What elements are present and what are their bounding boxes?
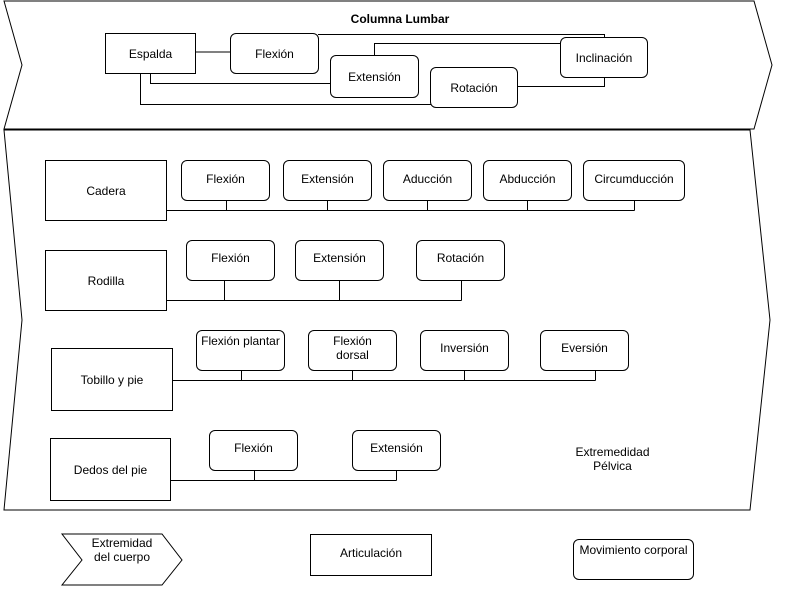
tobillo-flexion-dorsal-node: Flexión dorsal	[308, 330, 397, 371]
lumbar-extension-node: Extensión	[330, 55, 419, 98]
lumbar-title: Columna Lumbar	[350, 12, 450, 26]
tobillo-node: Tobillo y pie	[51, 348, 173, 411]
tobillo-inversion-node: Inversión	[420, 330, 509, 371]
cadera-extension-node: Extensión	[283, 160, 372, 201]
rodilla-node: Rodilla	[45, 250, 167, 311]
tobillo-eversion-node: Eversión	[540, 330, 629, 371]
cadera-aduccion-node: Aducción	[383, 160, 472, 201]
tobillo-drops	[241, 370, 596, 381]
cadera-abduccion-node: Abducción	[483, 160, 572, 201]
dedos-node: Dedos del pie	[50, 438, 171, 501]
rodilla-drops	[224, 280, 462, 301]
lumbar-inclinacion-node: Inclinación	[560, 37, 648, 78]
lumbar-connector-extension	[374, 43, 561, 56]
rodilla-extension-node: Extensión	[295, 240, 384, 281]
pelvic-section-shape	[3, 129, 771, 511]
legend-extremity-label: Extremidad del cuerpo	[91, 536, 153, 564]
legend-movement-box: Movimiento corporal	[573, 539, 694, 580]
tobillo-flexion-plantar-node: Flexión plantar	[196, 330, 285, 371]
dedos-flexion-node: Flexión	[209, 430, 298, 471]
cadera-node: Cadera	[45, 160, 167, 221]
cadera-flexion-node: Flexión	[181, 160, 270, 201]
rodilla-flexion-node: Flexión	[186, 240, 275, 281]
espalda-node: Espalda	[105, 33, 196, 74]
dedos-extension-node: Extensión	[352, 430, 441, 471]
dedos-drops	[254, 470, 397, 481]
cadera-circumduccion-node: Circumducción	[583, 160, 685, 201]
pelvic-title: Extremedidad Pélvica	[575, 445, 650, 473]
legend-extremity-shape	[60, 533, 183, 586]
legend-joint-box: Articulación	[310, 534, 432, 576]
lumbar-connector-mid	[150, 73, 331, 84]
rodilla-rotacion-node: Rotación	[416, 240, 505, 281]
lumbar-flexion-node: Flexión	[230, 33, 319, 74]
lumbar-rotacion-node: Rotación	[430, 67, 518, 108]
lumbar-connector-top	[318, 34, 605, 38]
lumbar-connector-incl-rot	[517, 77, 605, 87]
lumbar-connector-rotation	[140, 73, 431, 105]
cadera-drops	[226, 200, 635, 211]
